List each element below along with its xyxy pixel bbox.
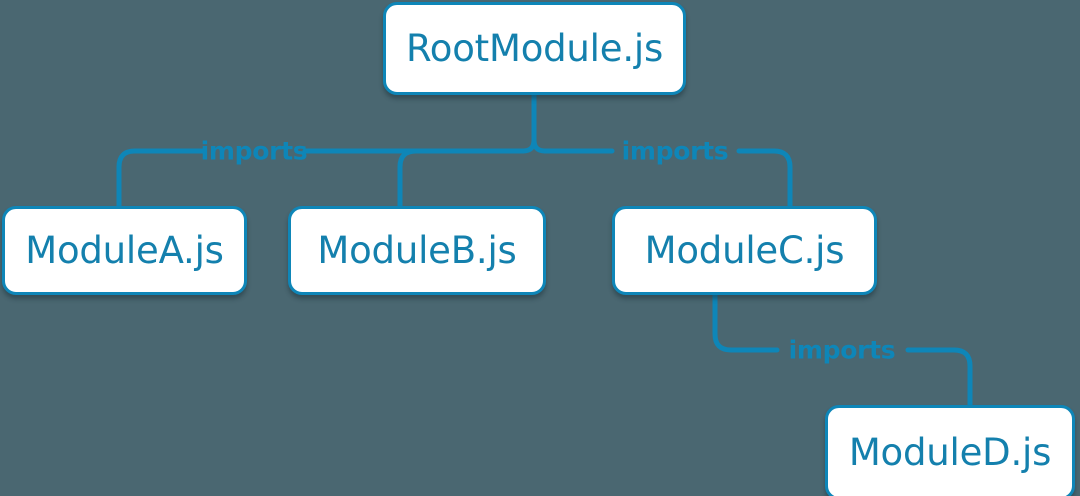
node-root[interactable]: RootModule.js	[383, 2, 686, 95]
edge-root-to-moduleA	[116, 137, 537, 209]
edge-root-to-moduleC	[542, 148, 793, 209]
edge-label-root-to-moduleC: imports	[621, 136, 729, 166]
edge-label-moduleC-to-moduleD: imports	[788, 335, 896, 365]
node-moduleA-label: ModuleA.js	[25, 229, 224, 272]
node-moduleC-label: ModuleC.js	[644, 229, 845, 272]
node-moduleD[interactable]: ModuleD.js	[825, 405, 1075, 496]
node-root-label: RootModule.js	[405, 27, 664, 70]
node-moduleC[interactable]: ModuleC.js	[612, 206, 877, 295]
node-moduleA[interactable]: ModuleA.js	[2, 206, 247, 295]
node-moduleB-label: ModuleB.js	[317, 229, 517, 272]
edge-moduleC-to-moduleD	[712, 292, 973, 408]
edge-root-to-moduleB	[397, 148, 526, 209]
edge-label-root-to-moduleA: imports	[200, 136, 308, 166]
node-moduleB[interactable]: ModuleB.js	[288, 206, 546, 295]
node-moduleD-label: ModuleD.js	[848, 431, 1052, 474]
